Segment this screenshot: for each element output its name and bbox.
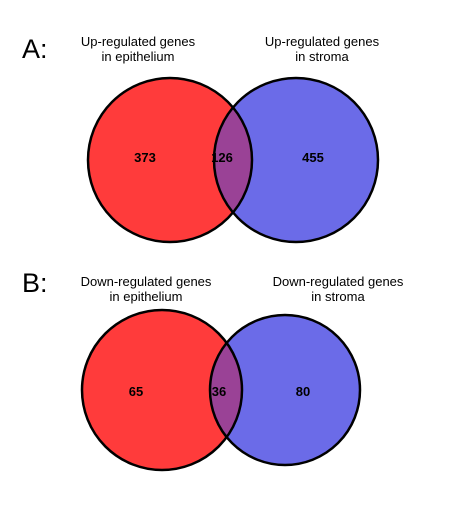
panel-a-left-label-line2: in epithelium (102, 49, 175, 64)
panel-a-letter: A: (22, 34, 48, 64)
panel-b-overlap-count: 36 (212, 384, 226, 399)
panel-a-overlap-count: 126 (211, 150, 233, 165)
panel-a-right-label-line2: in stroma (295, 49, 349, 64)
panel-a: A: Up-regulated genes in epithelium Up-r… (22, 34, 380, 244)
panel-b-left-label-line2: in epithelium (110, 289, 183, 304)
panel-a-right-only-count: 455 (302, 150, 324, 165)
panel-a-right-outline (212, 76, 380, 244)
panel-a-left-circle (88, 78, 252, 242)
panel-b-left-only-count: 65 (129, 384, 143, 399)
panel-b-right-only-count: 80 (296, 384, 310, 399)
panel-b-right-outline (208, 313, 362, 467)
panel-a-right-circle (214, 78, 378, 242)
panel-a-left-label-line1: Up-regulated genes (81, 34, 196, 49)
panel-a-right-label-line1: Up-regulated genes (265, 34, 380, 49)
panel-b-right-label-line1: Down-regulated genes (273, 274, 404, 289)
panel-a-left-outline (86, 76, 254, 244)
panel-b-left-circle (82, 310, 242, 470)
panel-b-letter: B: (22, 268, 48, 298)
panel-b-right-circle (210, 315, 360, 465)
panel-b-left-label-line1: Down-regulated genes (81, 274, 212, 289)
panel-b: B: Down-regulated genes in epithelium Do… (22, 268, 404, 472)
panel-b-left-outline (80, 308, 244, 472)
panel-a-left-only-count: 373 (134, 150, 156, 165)
panel-b-right-label-line2: in stroma (311, 289, 365, 304)
